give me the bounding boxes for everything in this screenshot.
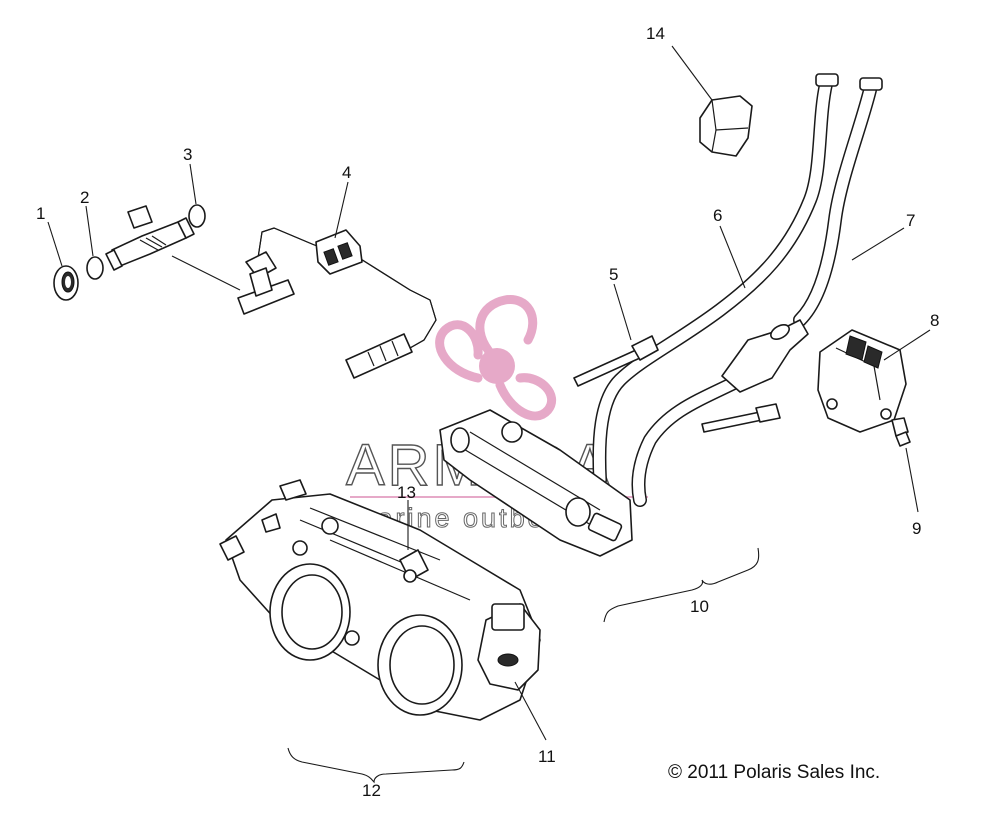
callout-6: 6 xyxy=(713,206,722,225)
callout-7: 7 xyxy=(906,211,915,230)
copyright-text: © 2011 Polaris Sales Inc. xyxy=(668,762,880,783)
callout-14: 14 xyxy=(646,24,665,43)
leader-lines xyxy=(47,45,931,784)
fuel-rail xyxy=(439,409,633,557)
throttle-body xyxy=(219,479,541,721)
part-8-module xyxy=(817,329,907,433)
callout-5: 5 xyxy=(609,265,618,284)
callout-13: 13 xyxy=(397,483,416,502)
part-3-o-ring xyxy=(188,204,206,228)
callout-9: 9 xyxy=(912,519,921,538)
callout-3: 3 xyxy=(183,145,192,164)
part-9-bolt xyxy=(891,417,911,447)
callout-1: 1 xyxy=(36,204,45,223)
part-5-bolts xyxy=(573,335,781,433)
callout-8: 8 xyxy=(930,311,939,330)
part-2-o-ring xyxy=(86,256,104,280)
callout-2: 2 xyxy=(80,188,89,207)
propeller-icon xyxy=(435,295,557,421)
part-4-harness xyxy=(237,227,437,379)
fuel-injector xyxy=(105,205,195,271)
part-11-tps-sensor xyxy=(477,603,541,691)
callout-numbers: 1 2 3 4 5 6 7 8 9 10 11 12 13 14 xyxy=(36,24,939,800)
part-14-clip xyxy=(699,95,753,157)
part-1-seal xyxy=(53,265,79,301)
callout-12: 12 xyxy=(362,781,381,800)
callout-11: 11 xyxy=(538,747,556,766)
parts-6-7-hoses xyxy=(592,73,883,507)
callout-10: 10 xyxy=(690,597,709,616)
callout-4: 4 xyxy=(342,163,351,182)
